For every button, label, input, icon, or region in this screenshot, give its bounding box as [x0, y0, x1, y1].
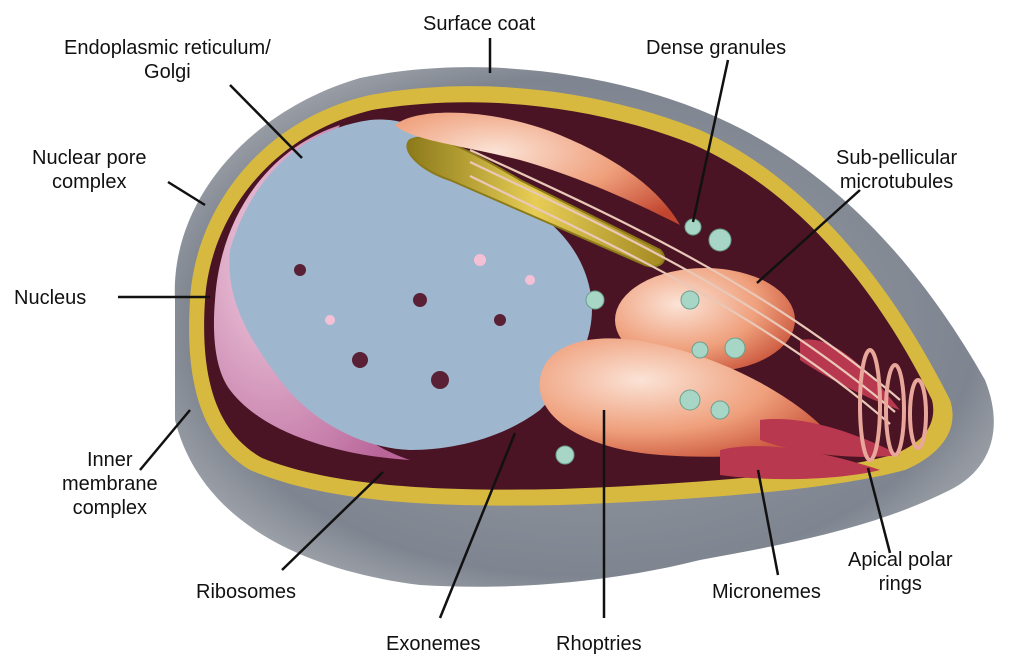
label-er-golgi: Endoplasmic reticulum/ Golgi [64, 36, 271, 84]
label-apical-rings-line2: rings [848, 572, 953, 596]
label-nuclear-pore: Nuclear pore complex [32, 146, 147, 194]
label-inner-membrane-line2: membrane [62, 472, 158, 496]
label-inner-membrane-line1: Inner [62, 448, 158, 472]
label-ribosomes: Ribosomes [196, 580, 296, 604]
label-rhoptries: Rhoptries [556, 632, 642, 656]
label-er-golgi-line2: Golgi [64, 60, 271, 84]
label-subpellicular-line1: Sub-pellicular [836, 146, 957, 170]
label-er-golgi-line1: Endoplasmic reticulum/ [64, 36, 271, 60]
label-surface-coat: Surface coat [423, 12, 535, 36]
label-apical-rings: Apical polar rings [848, 548, 953, 596]
label-subpellicular: Sub-pellicular microtubules [836, 146, 957, 194]
label-dense-granules: Dense granules [646, 36, 786, 60]
label-exonemes: Exonemes [386, 632, 481, 656]
label-apical-rings-line1: Apical polar [848, 548, 953, 572]
label-inner-membrane-line3: complex [62, 496, 158, 520]
label-micronemes: Micronemes [712, 580, 821, 604]
label-nuclear-pore-line2: complex [32, 170, 147, 194]
label-inner-membrane: Inner membrane complex [62, 448, 158, 520]
label-nuclear-pore-line1: Nuclear pore [32, 146, 147, 170]
label-subpellicular-line2: microtubules [836, 170, 957, 194]
label-nucleus: Nucleus [14, 286, 86, 310]
